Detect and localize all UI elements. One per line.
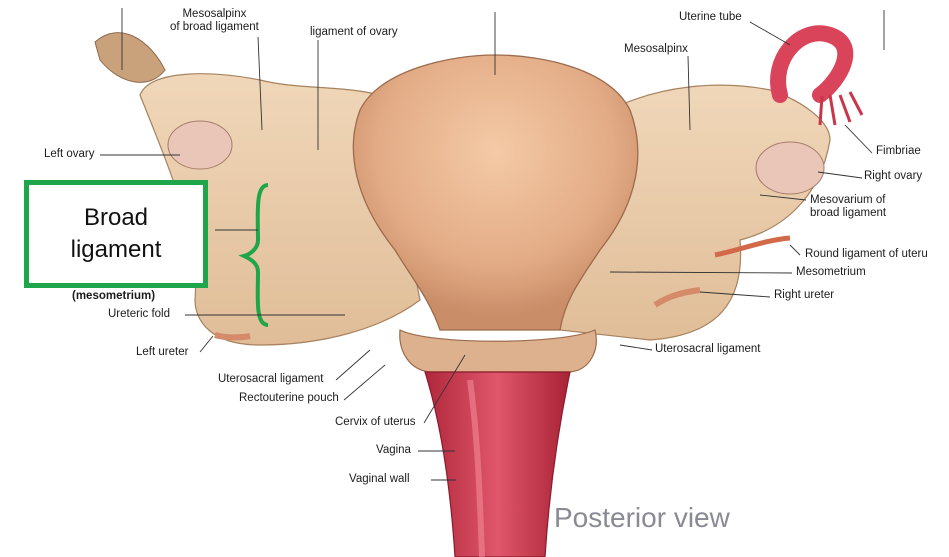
label-ligament-of-ovary: ligament of ovary	[310, 26, 398, 39]
broad-ligament-callout: Broad ligament	[24, 180, 208, 288]
label-vaginal-wall: Vaginal wall	[349, 473, 410, 486]
label-mesometrium-left: (mesometrium)	[72, 290, 155, 303]
label-vagina: Vagina	[376, 444, 411, 457]
label-uterine-tube: Uterine tube	[679, 11, 742, 24]
left-ovary	[168, 121, 232, 169]
right-uterine-tube	[778, 33, 845, 95]
label-mesosalpinx: Mesosalpinx	[624, 43, 688, 56]
label-uterosacral-left: Uterosacral ligament	[218, 373, 323, 386]
label-right-ureter: Right ureter	[774, 289, 834, 302]
cervix	[400, 330, 596, 372]
label-ureteric-fold: Ureteric fold	[108, 308, 170, 321]
view-caption: Posterior view	[554, 502, 730, 534]
label-left-ovary: Left ovary	[44, 148, 95, 161]
label-left-ureter: Left ureter	[136, 346, 188, 359]
label-round-ligament: Round ligament of uteru	[805, 248, 928, 261]
label-mesosalpinx-broad: Mesosalpinx of broad ligament	[170, 8, 259, 34]
vagina	[425, 372, 570, 557]
label-uterosacral-right: Uterosacral ligament	[655, 343, 760, 356]
label-right-ovary: Right ovary	[864, 170, 922, 183]
left-suspensory-fold	[95, 33, 165, 83]
label-fimbriae: Fimbriae	[876, 145, 921, 158]
right-ovary	[756, 142, 824, 194]
left-ureter	[215, 335, 250, 337]
label-mesovarium: Mesovarium of broad ligament	[810, 194, 886, 220]
label-mesometrium-right: Mesometrium	[796, 266, 866, 279]
label-rectouterine-pouch: Rectouterine pouch	[239, 392, 339, 405]
label-cervix: Cervix of uterus	[335, 416, 416, 429]
broad-ligament-callout-text: Broad ligament	[71, 202, 162, 265]
